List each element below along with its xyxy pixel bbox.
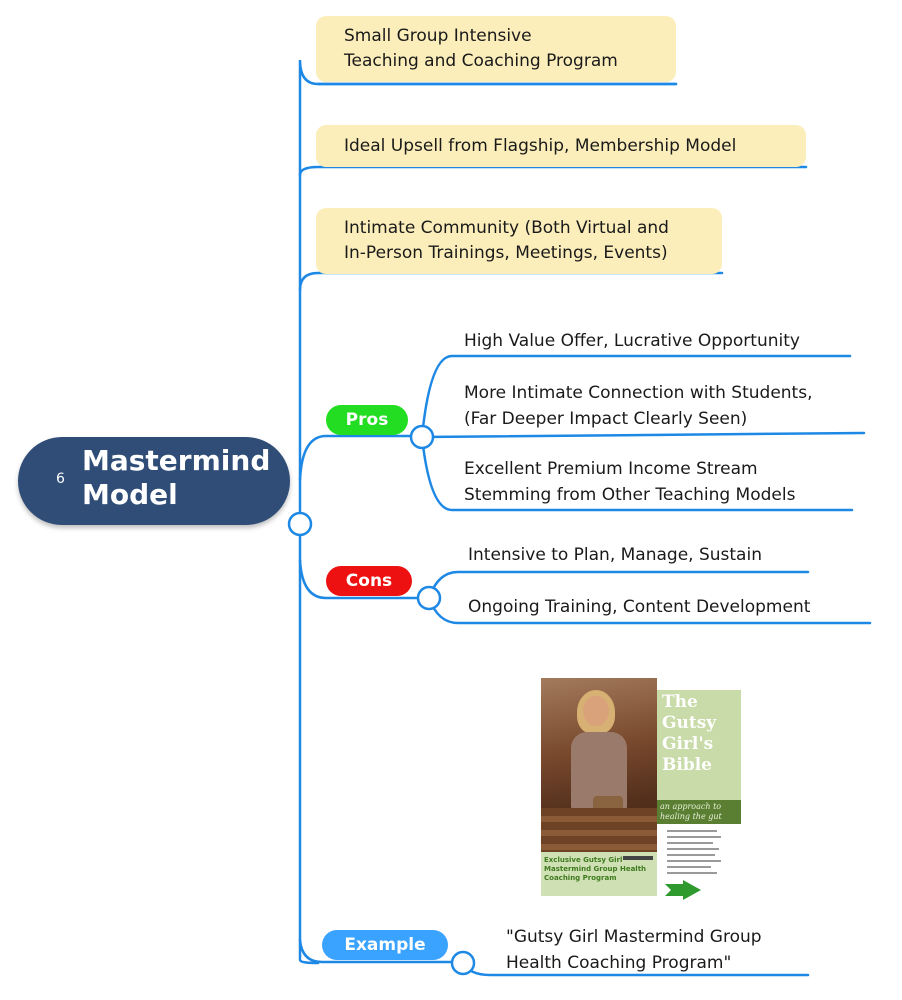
cover-bottom-text: Exclusive Gutsy Girl Mastermind Group He… [544,856,647,882]
pros-leaf-2-line [420,431,866,439]
example-tag[interactable]: Example [322,930,448,960]
note-intimate-community-text: Intimate Community (Both Virtual and In-… [344,218,669,263]
cons-leaf-1[interactable]: Intensive to Plan, Manage, Sustain [468,545,762,565]
book-cover-image: The Gutsy Girl's Bible an approach to he… [541,678,741,906]
cons-leaf-2[interactable]: Ongoing Training, Content Development [468,597,811,617]
topic-number: 6 [56,471,65,487]
cons-connector [298,558,420,600]
note-intimate-community[interactable]: Intimate Community (Both Virtual and In-… [316,208,722,274]
note-3-connector [298,271,724,292]
central-node-circle [287,511,313,537]
example-connector [298,938,454,964]
pros-leaf-3[interactable]: Excellent Premium Income Stream Stemming… [464,459,796,505]
pros-node-circle [409,424,435,450]
note-ideal-upsell[interactable]: Ideal Upsell from Flagship, Membership M… [316,125,806,167]
example-leaf[interactable]: "Gutsy Girl Mastermind Group Health Coac… [506,927,762,973]
note-small-group-text: Small Group Intensive Teaching and Coach… [344,26,618,71]
cons-tag[interactable]: Cons [326,566,412,596]
cover-book-title: The Gutsy Girl's Bible [662,692,717,775]
central-topic[interactable]: 6 Mastermind Model [18,437,290,525]
pros-tag[interactable]: Pros [326,405,408,435]
cover-title-panel: The Gutsy Girl's Bible [657,690,741,800]
note-small-group[interactable]: Small Group Intensive Teaching and Coach… [316,16,676,82]
cover-blurb [667,828,727,884]
note-ideal-upsell-text: Ideal Upsell from Flagship, Membership M… [344,135,737,156]
central-topic-title: Mastermind Model [82,444,271,511]
pros-connector [298,434,412,482]
pros-leaf-2[interactable]: More Intimate Connection with Students, … [464,383,813,429]
cover-author-line [623,856,653,860]
pros-leaf-3-line [420,435,854,512]
cover-arrow-icon [665,880,701,900]
note-2-connector [298,165,808,177]
trunk-line-lower [298,522,320,965]
cover-subtitle: an approach to healing the gut [657,800,741,824]
cover-stairs [541,808,657,852]
cons-node-circle [416,585,442,611]
pros-leaf-1[interactable]: High Value Offer, Lucrative Opportunity [464,331,800,351]
pros-leaf-1-line [420,354,852,439]
cover-figure-head [583,696,609,726]
example-node-circle [450,950,476,976]
